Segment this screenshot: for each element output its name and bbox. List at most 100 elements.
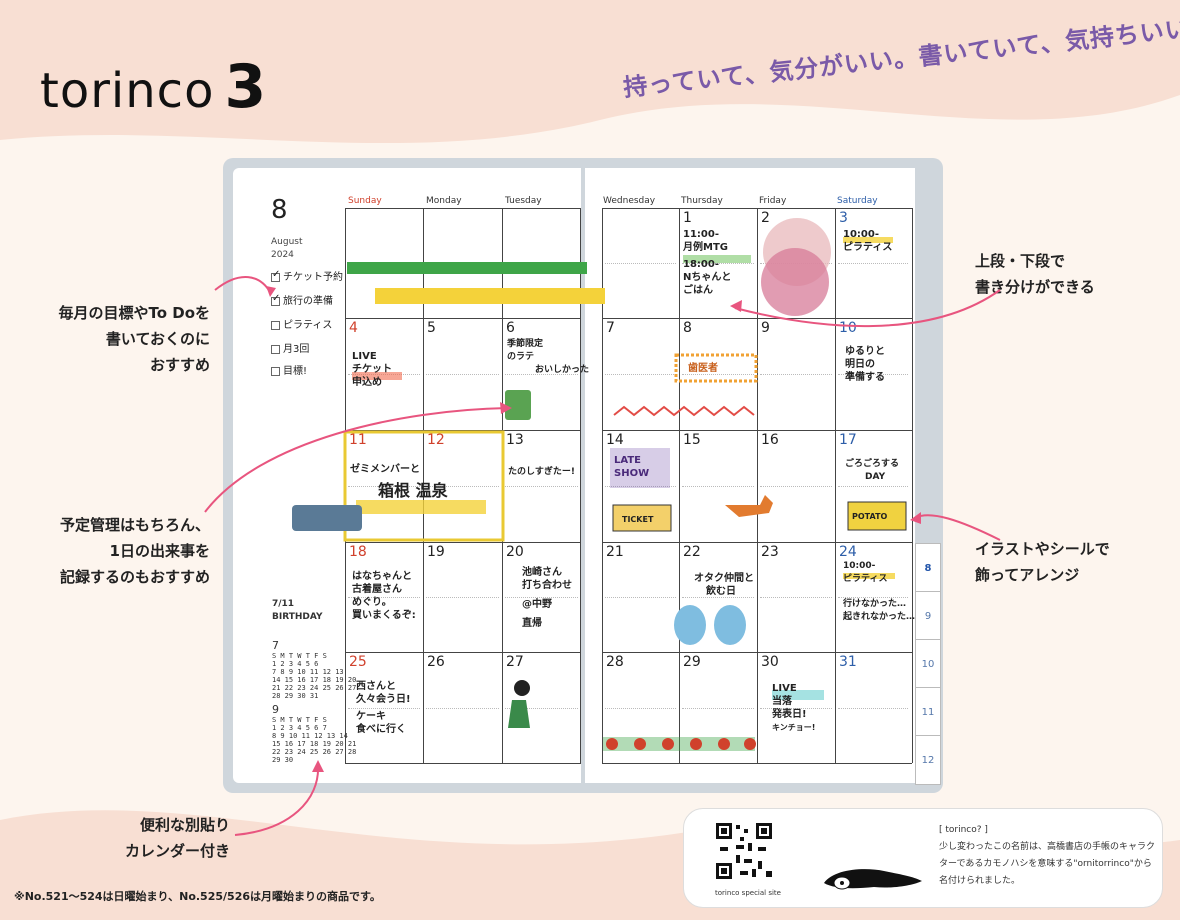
calendar-day-cell[interactable]: 9	[757, 318, 835, 430]
dotted-divider	[505, 597, 578, 598]
dotted-divider	[505, 486, 578, 487]
calendar-day-cell[interactable]: 26	[423, 652, 502, 763]
date-number: 13	[506, 432, 524, 448]
month-number: 8	[271, 195, 288, 225]
calendar-day-cell[interactable]: 23	[757, 542, 835, 652]
tab-month-12[interactable]: 12	[915, 735, 941, 785]
calendar-day-cell[interactable]: 1	[679, 208, 757, 318]
note-line: 西さんと	[356, 681, 396, 692]
callout-line: 書いておくのに	[105, 330, 210, 348]
calendar-day-cell[interactable]: 5	[423, 318, 502, 430]
platypus-icon	[824, 869, 922, 890]
calendar-day-cell[interactable]	[423, 208, 502, 318]
note-line: ゆるりと	[845, 346, 885, 357]
grid-line	[602, 208, 603, 763]
dotted-divider	[605, 707, 676, 709]
tab-month-11[interactable]: 11	[915, 687, 941, 737]
month-year: 2024	[271, 250, 294, 260]
calendar-day-cell[interactable]: 25	[345, 652, 423, 763]
note-line: 申込め	[352, 377, 382, 388]
calendar-day-cell[interactable]: 29	[679, 652, 757, 763]
day-header-wednesday: Wednesday	[603, 196, 656, 206]
calendar-day-cell[interactable]: 19	[423, 542, 502, 652]
mini-calendar-row: 15 16 17 18 19 20 21	[272, 740, 357, 748]
note-line: 食べに行く	[356, 724, 406, 735]
calendar-day-cell[interactable]	[602, 208, 679, 318]
dotted-divider	[605, 597, 676, 598]
callout-line: 飾ってアレンジ	[975, 566, 1080, 584]
checkbox-icon[interactable]	[271, 366, 280, 376]
tab-month-10[interactable]: 10	[915, 639, 941, 689]
qr-code-icon[interactable]	[714, 821, 774, 881]
grid-line	[345, 318, 581, 319]
dotted-divider	[605, 374, 676, 375]
dotted-divider	[505, 374, 578, 375]
dotted-divider	[426, 597, 499, 598]
date-number: 25	[349, 654, 367, 670]
info-box: torinco special site [ torinco? ] 少し変わった…	[683, 808, 1163, 908]
calendar-day-cell[interactable]	[502, 208, 581, 318]
note-line: ごろごろする	[845, 459, 900, 469]
note-sun-25: 西さんと 久々会う日! ケーキ 食べに行く	[356, 680, 411, 736]
checkbox-icon[interactable]	[271, 344, 280, 354]
note-sat-17: ごろごろする DAY	[845, 458, 899, 484]
calendar-day-cell[interactable]: 7	[602, 318, 679, 430]
calendar-day-cell[interactable]: 30	[757, 652, 835, 763]
note-fri-30: LIVE 当落 発表日! キンチョー!	[772, 682, 815, 734]
note-sat-10: ゆるりと 明日の 準備する	[845, 345, 885, 384]
todo-item[interactable]: ピラティス	[271, 316, 332, 331]
checkbox-icon[interactable]	[271, 320, 280, 330]
dotted-divider	[426, 707, 499, 709]
calendar-day-cell[interactable]: 27	[502, 652, 581, 763]
callout-goals: 毎月の目標やTo Doを 書いておくのに おすすめ	[20, 300, 210, 378]
calendar-day-cell[interactable]	[345, 208, 423, 318]
todo-item[interactable]: 月3回	[271, 340, 309, 355]
calendar-day-cell[interactable]: 13	[502, 430, 581, 542]
calendar-day-cell[interactable]: 15	[679, 430, 757, 542]
todo-item[interactable]: チケット予約	[271, 268, 343, 283]
note-line: BIRTHDAY	[272, 612, 323, 622]
calendar-day-cell[interactable]: 14	[602, 430, 679, 542]
mini-calendar-row: 22 23 24 25 26 27 28	[272, 748, 357, 756]
tab-month-8[interactable]: 8	[915, 543, 941, 593]
mini-calendar-row: 7 8 9 10 11 12 13	[272, 668, 344, 676]
note-thu-1: 11:00- 月例MTG 18:00- Nちゃんと ごはん	[683, 228, 731, 297]
note-line: 7/11	[272, 599, 295, 609]
calendar-day-cell[interactable]: 17	[835, 430, 911, 542]
date-number: 19	[427, 544, 445, 560]
todo-item[interactable]: 目標!	[271, 362, 307, 377]
note-line: LIVE	[772, 683, 797, 694]
calendar-day-cell[interactable]: 31	[835, 652, 911, 763]
date-number: 28	[606, 654, 624, 670]
note-sun-11: ゼミメンバーと 箱根 温泉	[350, 463, 448, 500]
calendar-day-cell[interactable]: 18	[345, 542, 423, 652]
footnote: ※No.521～524は日曜始まり、No.525/526は月曜始まりの商品です。	[14, 890, 381, 903]
calendar-day-cell[interactable]: 21	[602, 542, 679, 652]
note-line: 箱根 温泉	[378, 481, 448, 500]
mini-calendar-month: 9	[272, 703, 279, 716]
note-line: ごはん	[683, 285, 713, 296]
calendar-day-cell[interactable]: 24	[835, 542, 911, 652]
ticket-label: TICKET	[622, 515, 654, 524]
calendar-day-cell[interactable]: 20	[502, 542, 581, 652]
dotted-divider	[838, 486, 908, 487]
note-line: LATE	[614, 455, 641, 466]
checkbox-checked-icon[interactable]	[271, 293, 280, 306]
mini-calendar-july: 7 S M T W T F S 1 2 3 4 5 6 7 8 9 10 11 …	[272, 640, 356, 700]
todo-label: 目標!	[283, 366, 308, 377]
note-line: チケット	[352, 364, 392, 375]
calendar-day-cell[interactable]: 6	[502, 318, 581, 430]
note-line: DAY	[865, 472, 886, 482]
calendar-day-cell[interactable]: 22	[679, 542, 757, 652]
tab-month-9[interactable]: 9	[915, 591, 941, 641]
calendar-day-cell[interactable]: 16	[757, 430, 835, 542]
calendar-day-cell[interactable]: 28	[602, 652, 679, 763]
note-sun-4: LIVE チケット 申込め	[352, 350, 392, 389]
checkbox-checked-icon[interactable]	[271, 269, 280, 282]
calendar-day-cell[interactable]: 3	[835, 208, 911, 318]
date-number: 22	[683, 544, 701, 560]
dotted-divider	[426, 374, 499, 375]
calendar-day-cell[interactable]: 2	[757, 208, 835, 318]
todo-item[interactable]: 旅行の準備	[271, 292, 333, 307]
